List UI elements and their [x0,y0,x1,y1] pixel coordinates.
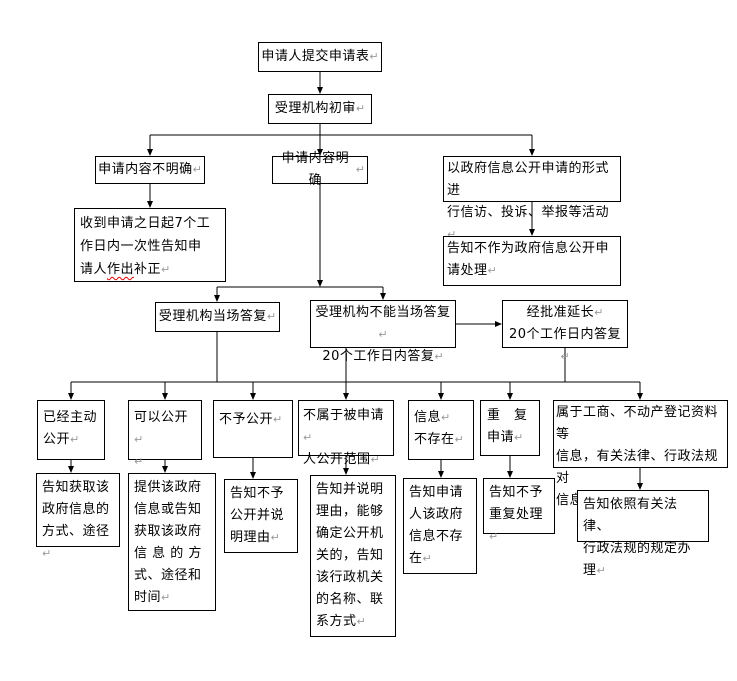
node-not-treated-as-request: 告知不作为政府信息公开申请处理↵ [443,236,621,286]
node-extended-20-days: 经批准延长↵20个工作日内答复↵ [502,300,628,363]
node-not-in-scope: 不属于被申请↵人公开范围↵ [298,400,394,467]
paragraph-mark: ↵ [42,547,52,560]
paragraph-mark: ↵ [596,564,606,577]
node-info-not-exist: 信息↵不存在↵ [408,400,474,460]
paragraph-mark: ↵ [487,264,497,277]
paragraph-mark: ↵ [434,350,444,363]
paragraph-mark: ↵ [270,531,280,544]
paragraph-mark: ↵ [489,530,499,543]
paragraph-mark: ↵ [303,431,313,444]
node-notify-reason: 告知不予公开并说明理由↵ [224,479,298,553]
paragraph-mark: ↵ [161,263,171,276]
paragraph-mark: ↵ [370,453,380,466]
node-notify-not-exist: 告知申请人该政府信息不存在↵ [403,478,477,574]
paragraph-mark: ↵ [273,413,283,426]
paragraph-mark: ↵ [192,163,202,176]
node-petition-activities: 以政府信息公开申请的形式进行信访、投诉、举报等活动↵ [443,156,621,241]
node-submit-application: 申请人提交申请表↵ [258,42,382,72]
node-initial-review: 受理机构初审↵ [268,94,372,124]
node-content-clear: 申请内容明确↵ [272,151,368,188]
paragraph-mark: ↵ [161,591,171,604]
node-reply-within-20-days: 受理机构不能当场答复↵20个工作日内答复↵ [310,300,456,364]
paragraph-mark: ↵ [560,350,570,363]
paragraph-mark: ↵ [355,163,365,176]
paragraph-mark: ↵ [422,552,432,565]
paragraph-mark: ↵ [355,102,366,115]
paragraph-mark: ↵ [356,615,366,628]
paragraph-mark: ↵ [378,328,388,341]
paragraph-mark: ↵ [514,431,524,444]
node-notify-explain-authority: 告知并说明理由，能够确定公开机关的，告知该行政机关的名称、联系方式↵ [310,475,396,637]
paragraph-mark: ↵ [134,433,144,446]
node-no-disclosure: 不予公开↵ [213,400,293,458]
paragraph-mark: ↵ [266,310,277,323]
node-notify-law-handle: 告知依照有关法律、行政法规的规定办理↵ [577,490,709,578]
node-notify-no-repeat: 告知不予重复处理↵ [483,478,555,543]
paragraph-mark: ↵ [441,411,451,424]
paragraph-mark: ↵ [447,228,457,241]
paragraph-mark: ↵ [454,433,464,446]
node-provide-info: 提供该政府信息或告知获取该政府信 息 的 方式、途径和时间↵ [128,473,216,611]
paragraph-mark: ↵ [134,455,144,468]
node-notify-way-channel: 告知获取该政府信息的方式、途径↵ [36,473,120,560]
node-notify-correction: 收到申请之日起7个工作日内一次性告知申请人作出补正↵ [74,208,226,282]
node-reply-onsite: 受理机构当场答复↵ [155,302,280,332]
paragraph-mark: ↵ [369,50,379,63]
node-already-disclosed: 已经主动公开↵ [37,400,105,460]
node-can-disclose: 可以公开↵↵ [128,400,202,468]
paragraph-mark: ↵ [594,306,604,319]
node-content-unclear: 申请内容不明确↵ [95,156,205,184]
paragraph-mark: ↵ [70,433,80,446]
node-repeat-request: 重 复申请↵ [480,400,540,456]
